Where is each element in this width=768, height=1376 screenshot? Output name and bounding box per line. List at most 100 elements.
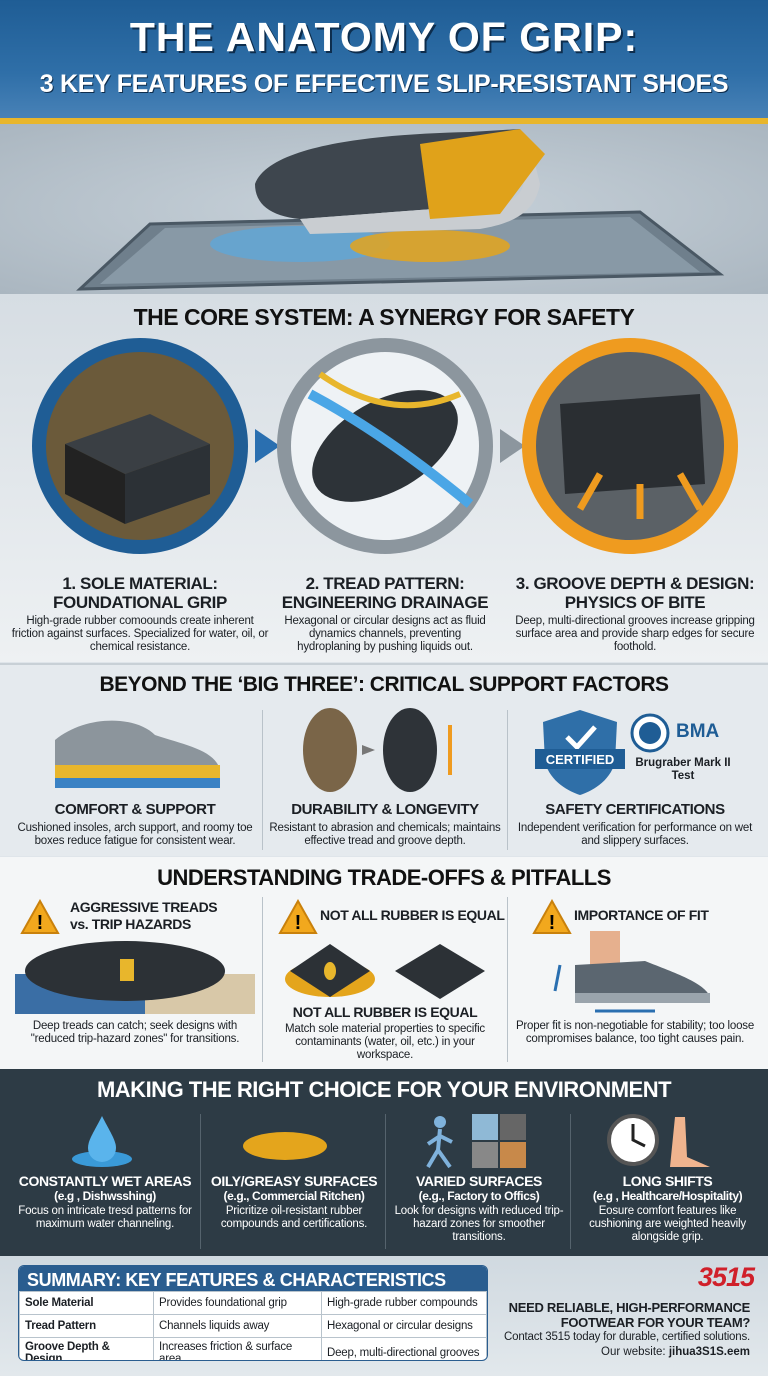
tradeoff-subtitle: NOT ALL RUBBER IS EQUAL [292,1004,478,1020]
accent-stripe [0,118,768,124]
shoe-fit-illustration [553,931,710,1013]
section-heading: THE CORE SYSTEM: A SYNERGY FOR SAFETY [133,304,635,330]
main-subtitle: 3 KEY FEATURES OF EFFECTIVE SLIP-RESISTA… [39,70,729,98]
tradeoff-title: IMPORTANCE OF FIT [574,907,709,923]
environment-example: (e.g., Factory to Offics) [418,1189,540,1203]
test-name: Brugraber Mark II Test [635,757,731,782]
warning-icon: ! [532,899,572,934]
divider [507,710,508,850]
cta-headline: FOOTWEAR FOR YOUR TEAM? [560,1315,751,1330]
worn-vs-new-sole-icon [303,708,452,792]
feature-title: 3. GROOVE DEPTH & DESIGN: [515,574,755,593]
feature-description: Deep, multi-directional grooves increase… [515,615,755,653]
tradeoff-title: NOT ALL RUBBER IS EQUAL [320,907,505,923]
aggressive-tread-sole-illustration [15,941,255,1014]
environment-example: (e.g , Dishwsshing) [54,1189,156,1203]
environment-title: OILY/GREASY SURFACES [210,1173,378,1189]
divider [200,1114,201,1249]
feature-title: 2. TREAD PATTERN: [305,574,465,593]
walking-person-icon [426,1114,526,1169]
rubber-samples-illustration [285,944,485,999]
environment-section: MAKING THE RIGHT CHOICE FOR YOUR ENVIRON… [0,1069,768,1256]
support-durability: DURABILITY & LONGEVITY Resistant to abra… [268,800,502,848]
table-cell: Channels liquids away [153,1314,322,1338]
divider [385,1114,386,1249]
environment-wet-areas: CONSTANTLY WET AREAS (e.g , Dishwsshing)… [10,1173,200,1231]
feature-title: 1. SOLE MATERIAL: [62,574,218,593]
section-heading: UNDERSTANDING TRADE-OFFS & PITFALLS [157,865,611,890]
oil-spill-icon [243,1132,327,1160]
table-cell: Provides foundational grip [153,1291,322,1315]
feature-subtitle: ENGINEERING DRAINAGE [281,593,489,612]
environment-example: (e.g., Commercial Ritchen) [223,1189,365,1203]
website-link[interactable]: jihua3S1S.eem [668,1346,750,1358]
environment-oily-surfaces: OILY/GREASY SURFACES (e.g., Commercial R… [205,1173,383,1231]
description-text: Deep treads can catch; seek designs with… [30,1020,240,1045]
call-to-action: NEED RELIABLE, HIGH-PERFORMANCE FOOTWEAR… [504,1300,750,1360]
tradeoff-description: Deep treads can catch; seek designs with… [10,1017,260,1046]
environment-description: Pricritize oil-resistant rubber compound… [220,1205,368,1230]
certified-shield-icon: CERTIFIED [535,710,625,795]
table-cell: Increases friction & surface area [153,1337,322,1360]
tradeoff-description: Proper fit is non-negotiable for stabili… [515,1017,755,1046]
tradeoff-title: AGGRESSIVE TREADS vs. TRIP HAZARDS [70,899,218,932]
test-seal-icon [630,713,670,753]
table-cell: Hexagonal or circular designs [321,1314,487,1338]
divider [570,1114,571,1249]
arrow-right-icon [255,429,280,463]
environment-description: Focus on intricate tresd patterns for ma… [18,1205,192,1230]
table-cell: Deep, multi-directional grooves [321,1337,487,1360]
tradeoffs-section: UNDERSTANDING TRADE-OFFS & PITFALLS ! AG… [0,857,768,1069]
clock-icon [607,1114,710,1167]
description-text: Proper fit is non-negotiable for stabili… [515,1020,755,1045]
divider [262,897,263,1062]
warning-icon: ! [278,899,318,934]
environment-title: CONSTANTLY WET AREAS [18,1173,192,1189]
core-features-illustrations [32,338,738,554]
environment-title: VARIED SURFACES [416,1173,542,1189]
table-cell: High-grade rubber compounds [321,1291,487,1315]
feature-tread-pattern: 2. TREAD PATTERN: ENGINEERING DRAINAGE H… [280,574,490,654]
summary-heading: SUMMARY: KEY FEATURES & CHARACTERISTICS [19,1266,487,1291]
summary-table-card: SUMMARY: KEY FEATURES & CHARACTERISTICS … [18,1265,488,1361]
support-title: DURABILITY & LONGEVITY [291,801,479,818]
section-heading: BEYOND THE ‘BIG THREE’: CRITICAL SUPPORT… [99,673,669,696]
svg-text:!: ! [295,912,302,934]
shoe-on-wet-floor-illustration [76,129,725,291]
support-comfort: COMFORT & SUPPORT Cushioned insoles, arc… [10,800,260,848]
support-title: SAFETY CERTIFICATIONS [545,801,725,818]
description-text: Match sole material properties to specif… [285,1023,485,1061]
support-description: Cushioned insoles, arch support, and roo… [17,822,253,847]
bma-logo: BMA [676,721,720,742]
water-drop-icon [72,1116,132,1167]
support-certifications: SAFETY CERTIFICATIONS Independent verifi… [515,800,755,848]
environment-description: Look for designs with reduced trip-hazar… [394,1205,564,1243]
divider [507,897,508,1062]
support-title: COMFORT & SUPPORT [54,801,216,818]
section-heading: MAKING THE RIGHT CHOICE FOR YOUR ENVIRON… [96,1077,672,1102]
environment-example: (e.g , Healthcare/Hospitality) [592,1189,743,1203]
feature-sole-material: 1. SOLE MATERIAL: FOUNDATIONAL GRIP High… [10,574,270,654]
support-factors-section: BEYOND THE ‘BIG THREE’: CRITICAL SUPPORT… [0,663,768,856]
brand-logo: 3515 [697,1262,755,1292]
environment-description: Eosure comfort features like cushioning … [589,1205,746,1243]
certified-badge-text: CERTIFIED [546,752,615,767]
table-cell: Sole Material [19,1291,154,1315]
environment-varied-surfaces: VARIED SURFACES (e.g., Factory to Offics… [390,1173,568,1244]
main-title: THE ANATOMY OF GRIP: [129,14,639,60]
warning-icon: ! [20,899,60,934]
svg-text:!: ! [37,912,44,934]
website-label: Our website: [601,1346,666,1358]
environment-long-shifts: LONG SHIFTS (e.g , Healthcare/Hospitalit… [575,1173,760,1244]
table-cell: Groove Depth & Design [19,1337,154,1360]
hero-illustration [0,124,768,294]
feature-subtitle: FOUNDATIONAL GRIP [53,593,227,612]
cta-text: Contact 3515 today for durable, certifie… [504,1331,750,1343]
feature-groove-depth: 3. GROOVE DEPTH & DESIGN: PHYSICS OF BIT… [510,574,760,654]
feature-description: High-grade rubber comoounds create inher… [11,615,269,653]
support-description: Independent verification for performance… [517,822,753,847]
